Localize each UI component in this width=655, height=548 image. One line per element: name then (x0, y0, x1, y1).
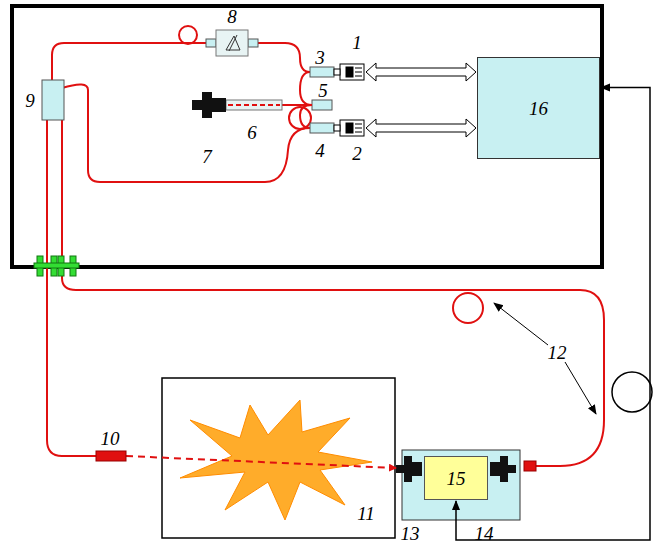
fiber-segment (226, 100, 282, 110)
explosion (180, 400, 372, 520)
fiber-adapter (310, 67, 334, 133)
callout-number: 6 (247, 123, 257, 142)
callout-number: 3 (315, 48, 325, 67)
collimator (524, 461, 536, 471)
callout-number: 11 (357, 504, 375, 523)
cable-loop (612, 372, 652, 412)
callout-number: 9 (25, 91, 35, 110)
callout-number: 2 (352, 144, 362, 163)
callout-number: 15 (447, 469, 466, 488)
data-arrow (366, 63, 476, 137)
callout-number: 13 (401, 524, 420, 543)
bulkhead-connector (34, 256, 79, 276)
callout-number: 7 (202, 147, 212, 166)
receiver-housing (402, 450, 520, 520)
callout-number: 12 (548, 343, 567, 362)
callout-number: 1 (352, 33, 362, 52)
photodetector (334, 64, 364, 136)
coupler (42, 80, 64, 120)
chamber-label-box: 11 (340, 492, 392, 534)
fiber-plug (192, 92, 226, 118)
housing-frame (12, 6, 602, 267)
callout-number: 4 (315, 141, 325, 160)
callout-number: 14 (475, 524, 494, 543)
isolator (206, 30, 258, 56)
sensor-box: 15 (424, 456, 488, 500)
coupler (312, 100, 332, 110)
callout-number: 10 (101, 429, 120, 448)
callout-number: 16 (529, 99, 548, 118)
laser-beam (126, 456, 396, 468)
control-unit: 16 (477, 57, 600, 159)
callout-number: 8 (227, 7, 237, 26)
collimator (96, 451, 126, 461)
chamber-box (162, 378, 395, 538)
optical-fiber (47, 26, 604, 466)
callout-number: 5 (318, 81, 328, 100)
leader-line (494, 303, 596, 414)
